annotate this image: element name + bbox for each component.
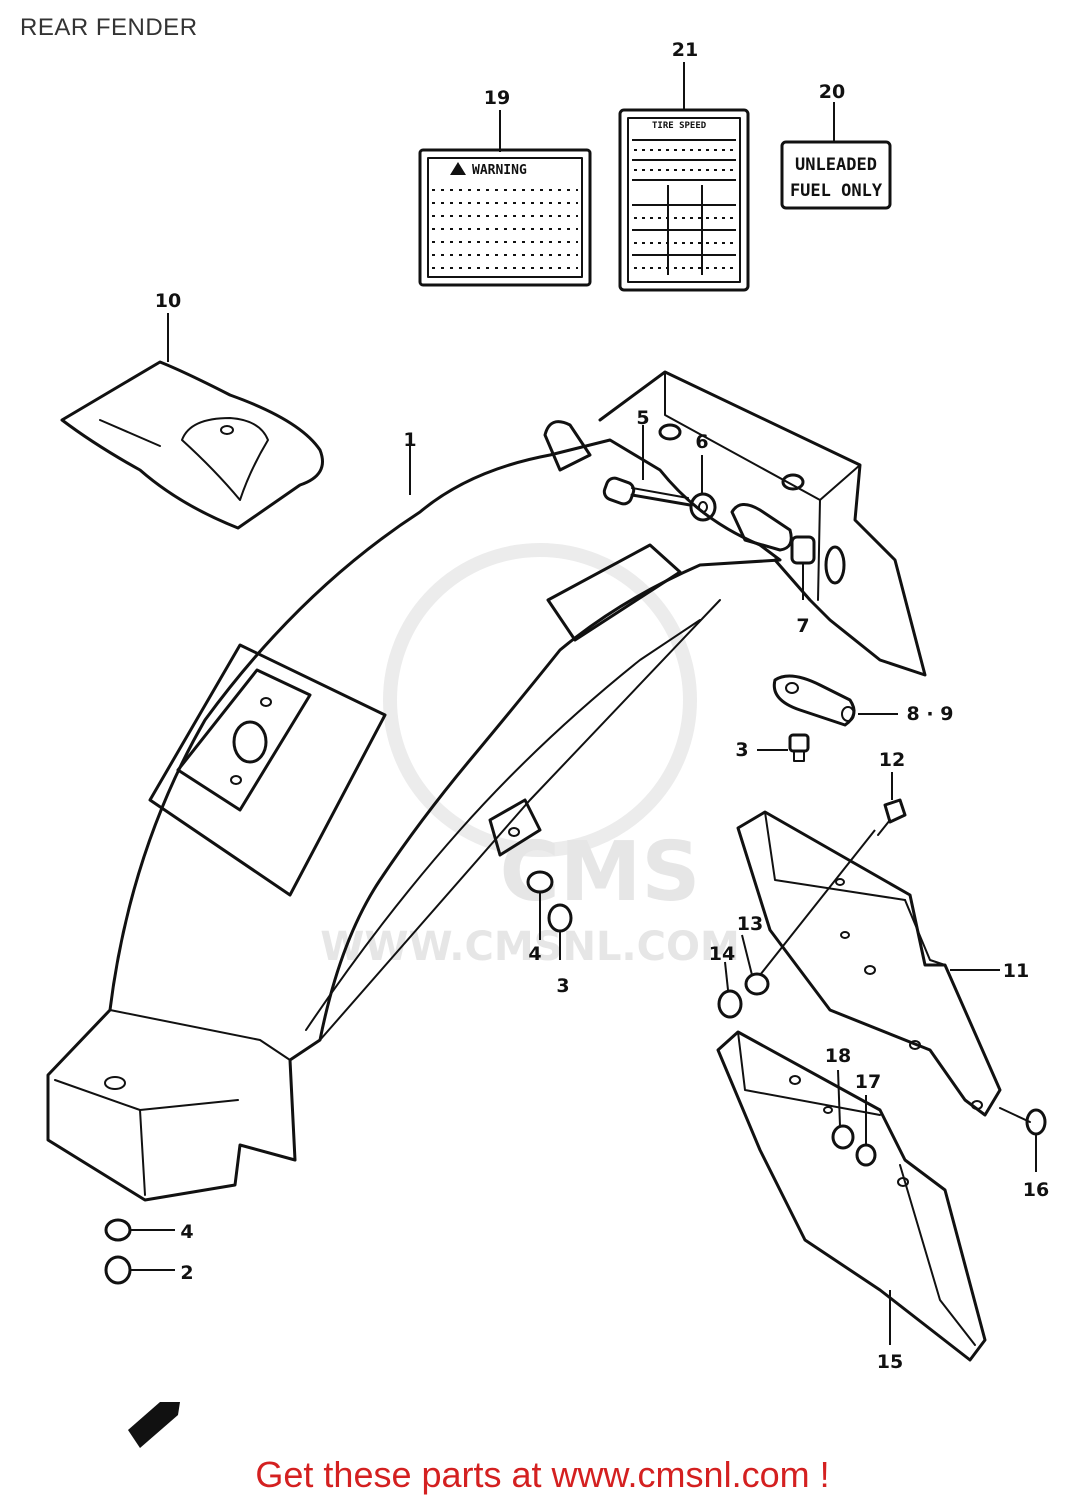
callout-7: 7 bbox=[796, 615, 809, 637]
fuel-label-part: UNLEADED FUEL ONLY bbox=[780, 140, 892, 210]
washer-13-part bbox=[744, 972, 770, 996]
warning-label-part: WARNING bbox=[418, 148, 592, 287]
callout-13: 13 bbox=[737, 913, 763, 935]
nut-4-bottom-part bbox=[104, 1218, 132, 1242]
rear-fender-part bbox=[46, 438, 782, 1202]
callout-11: 11 bbox=[1003, 960, 1029, 982]
clamp-8-9-part bbox=[772, 674, 856, 727]
nut-18-part bbox=[831, 1124, 855, 1150]
watermark-url: WWW.CMSNL.COM bbox=[320, 924, 740, 970]
seat-cover-part bbox=[60, 360, 324, 530]
callout-3-top: 3 bbox=[735, 739, 748, 761]
front-direction-arrow-icon bbox=[128, 1402, 180, 1448]
callout-10: 10 bbox=[155, 290, 181, 312]
screw-3-part bbox=[788, 733, 810, 762]
cushion-part bbox=[730, 503, 793, 552]
callout-numbers: 19 21 20 10 1 5 6 7 8 · 9 3 12 4 3 13 14… bbox=[155, 39, 1049, 1373]
leader-lines bbox=[130, 62, 1037, 1345]
callout-21: 21 bbox=[672, 39, 698, 61]
watermark-brand: CMS bbox=[500, 825, 701, 920]
callout-15: 15 bbox=[877, 1351, 903, 1373]
callout-14: 14 bbox=[709, 943, 735, 965]
rear-bracket-part bbox=[543, 370, 927, 677]
screw-2-part bbox=[104, 1255, 132, 1285]
screw-16-part bbox=[999, 1107, 1047, 1136]
callout-6: 6 bbox=[695, 431, 708, 453]
callout-3-mid: 3 bbox=[556, 975, 569, 997]
tire-label-part: TIRE SPEED bbox=[618, 108, 750, 292]
nut-7-part bbox=[790, 535, 816, 565]
callout-4-mid: 4 bbox=[528, 943, 541, 965]
screw-12-part bbox=[877, 798, 907, 836]
callout-12: 12 bbox=[879, 749, 905, 771]
callout-5: 5 bbox=[636, 407, 649, 429]
bolt-5-part bbox=[602, 476, 692, 507]
plate-bracket-15-part bbox=[716, 1030, 987, 1362]
callout-16: 16 bbox=[1023, 1179, 1049, 1201]
tire-label-text: TIRE SPEED bbox=[652, 121, 707, 131]
callout-1: 1 bbox=[403, 429, 416, 451]
washer-17-part bbox=[855, 1143, 877, 1167]
fuel-label-line1: UNLEADED bbox=[795, 155, 877, 175]
callout-8-9: 8 · 9 bbox=[907, 703, 954, 725]
footer-shop-link[interactable]: Get these parts at www.cmsnl.com ! bbox=[255, 1454, 830, 1495]
warning-label-text: WARNING bbox=[472, 163, 527, 178]
page-title: REAR FENDER bbox=[20, 14, 198, 41]
callout-19: 19 bbox=[484, 87, 510, 109]
callout-2: 2 bbox=[180, 1262, 193, 1284]
callout-4-bottom: 4 bbox=[180, 1221, 193, 1243]
fuel-label-line2: FUEL ONLY bbox=[790, 181, 883, 201]
nut-14-part bbox=[717, 989, 743, 1019]
callout-20: 20 bbox=[819, 81, 845, 103]
watermark: CMS WWW.CMSNL.COM bbox=[320, 543, 740, 970]
callout-18: 18 bbox=[825, 1045, 851, 1067]
license-bracket-11-part bbox=[736, 810, 1002, 1117]
callout-17: 17 bbox=[855, 1071, 881, 1093]
